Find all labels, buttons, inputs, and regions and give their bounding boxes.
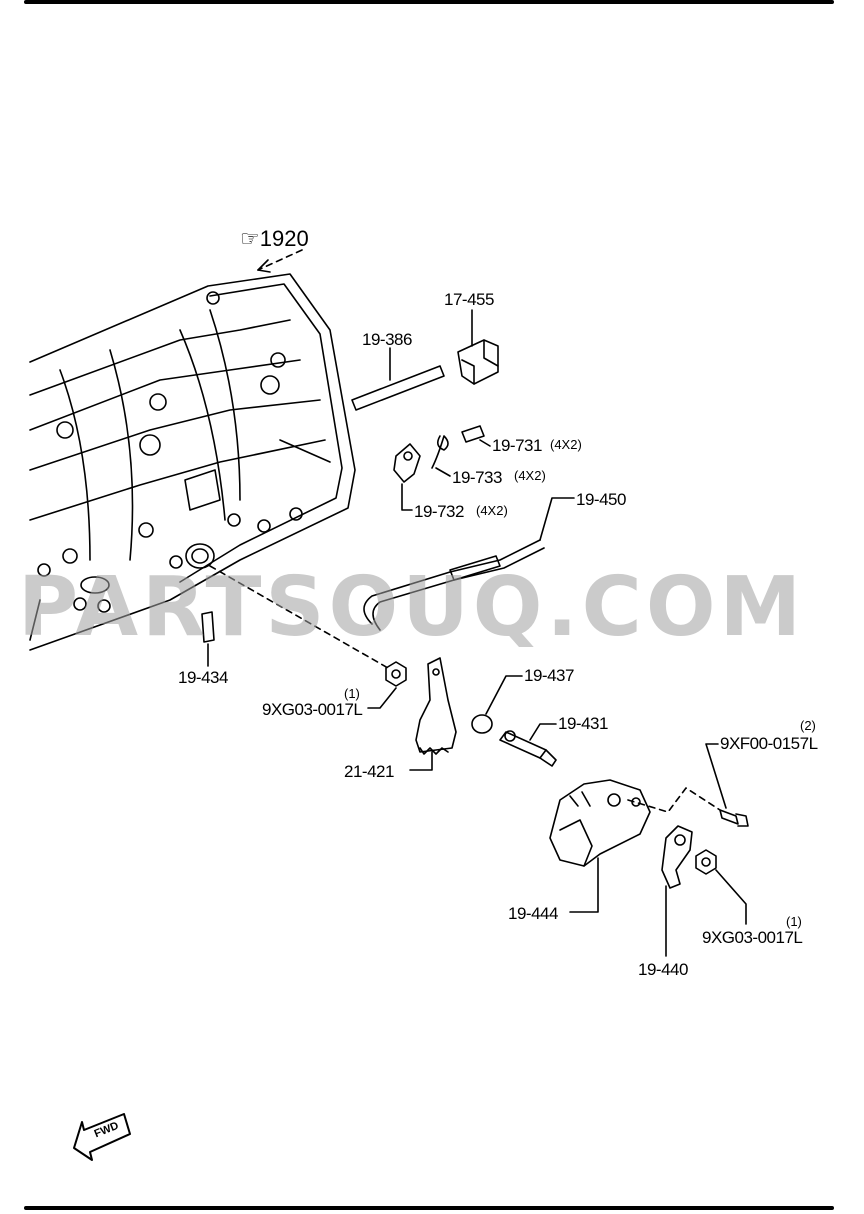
hand-pointer-icon: ☞ <box>240 226 260 251</box>
part-label-19-444[interactable]: 19-444 <box>508 904 558 923</box>
bolt-9XF00-0157L <box>719 809 749 827</box>
leader-9XF00-0157L <box>705 743 727 809</box>
oring-19-437 <box>471 714 493 734</box>
leader-19-437 <box>485 675 523 715</box>
nut-9XG03-0017L-lower <box>695 849 717 875</box>
bracket-17-455 <box>457 339 499 385</box>
watermark: PARTSOUQ.COM <box>18 560 806 655</box>
cable-19-450 <box>363 539 545 631</box>
nut-9XG03-0017L-upper <box>385 661 407 687</box>
leader-19-444 <box>569 857 599 913</box>
leader-9XG03-upper <box>367 687 397 709</box>
leader-19-431 <box>529 723 557 741</box>
part-label-19-386[interactable]: 19-386 <box>362 330 412 349</box>
part-label-19-440[interactable]: 19-440 <box>638 960 688 979</box>
part-label-17-455[interactable]: 17-455 <box>444 290 494 309</box>
fwd-arrow-icon <box>73 1113 131 1161</box>
leader-19-732 <box>401 483 413 511</box>
part-qty-19-732: (4X2) <box>476 503 508 518</box>
part-label-9XF00-0157L[interactable]: 9XF00-0157L <box>720 734 818 753</box>
part-label-19-434[interactable]: 19-434 <box>178 668 228 687</box>
part-label-19-431[interactable]: 19-431 <box>558 714 608 733</box>
reference-leader <box>257 249 303 271</box>
part-label-9XG03-lower[interactable]: 9XG03-0017L <box>702 928 803 947</box>
pin-19-731 <box>461 425 485 443</box>
shaft-19-431 <box>499 730 557 767</box>
part-qty-9XG03-upper: (1) <box>344 686 360 701</box>
plate-21-421 <box>415 657 457 755</box>
reference-arrowhead <box>257 259 271 273</box>
spring-19-733 <box>431 435 449 469</box>
part-label-9XG03-upper[interactable]: 9XG03-0017L <box>262 700 363 719</box>
part-qty-9XF00-0157L: (2) <box>800 718 816 733</box>
part-qty-9XG03-lower: (1) <box>786 914 802 929</box>
assembly-dashed-line-2 <box>627 787 721 813</box>
leader-19-733 <box>435 467 451 477</box>
part-label-21-421[interactable]: 21-421 <box>344 762 394 781</box>
part-label-19-450[interactable]: 19-450 <box>576 490 626 509</box>
part-label-19-733[interactable]: 19-733 <box>452 468 502 487</box>
part-label-19-731[interactable]: 19-731 <box>492 436 542 455</box>
rod-19-386 <box>351 365 445 411</box>
lever-19-440 <box>661 825 693 889</box>
detent-19-732 <box>393 443 421 483</box>
leader-9XG03-lower <box>715 869 747 925</box>
transmission-case <box>29 273 356 651</box>
part-label-19-437[interactable]: 19-437 <box>524 666 574 685</box>
reference-number: 1920 <box>259 226 309 251</box>
reference-callout[interactable]: ☞1920 <box>240 226 309 252</box>
part-label-19-732[interactable]: 19-732 <box>414 502 464 521</box>
part-qty-19-733: (4X2) <box>514 468 546 483</box>
assembly-dashed-line-1 <box>209 565 389 669</box>
pin-19-434 <box>201 611 215 643</box>
leader-21-421 <box>409 751 433 771</box>
part-qty-19-731: (4X2) <box>550 437 582 452</box>
leader-19-450 <box>539 497 575 541</box>
leader-19-731 <box>479 439 491 447</box>
switch-19-444 <box>549 779 651 867</box>
